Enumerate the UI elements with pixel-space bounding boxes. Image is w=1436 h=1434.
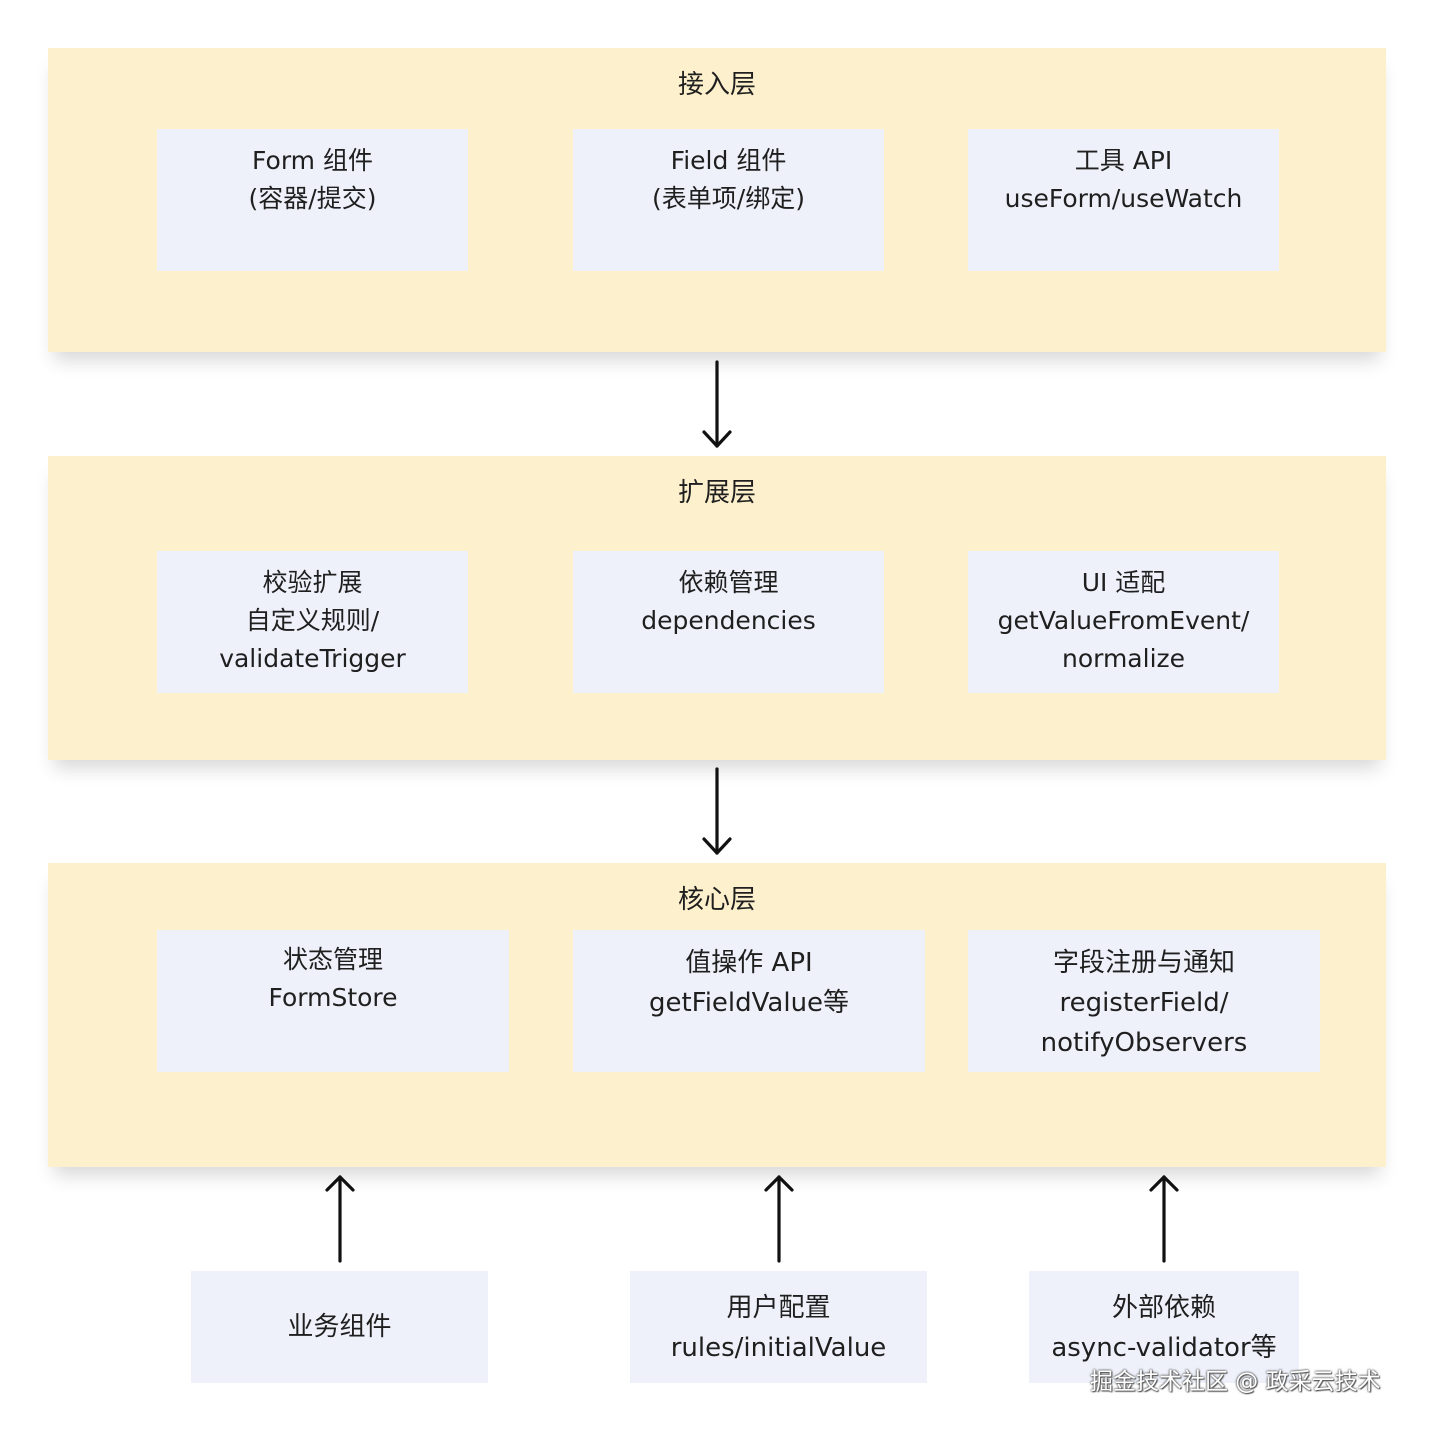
- ui-adapter-box: UI 适配 getValueFromEvent/ normalize: [968, 551, 1279, 693]
- box-line: rules/initialValue: [670, 1333, 887, 1363]
- box-line: async-validator等: [1051, 1333, 1277, 1363]
- extend-layer-title: 扩展层: [677, 478, 756, 508]
- external-dependency-box: 外部依赖 async-validator等: [1029, 1271, 1299, 1383]
- arrow-access-to-extend: [702, 360, 732, 448]
- box-line: 工具 API: [1074, 146, 1173, 175]
- dependency-management-box: 依赖管理 dependencies: [573, 551, 884, 693]
- user-config-box: 用户配置 rules/initialValue: [630, 1271, 927, 1383]
- box-line: 外部依赖: [1111, 1293, 1216, 1323]
- box-line: getValueFromEvent/: [997, 606, 1250, 635]
- box-line: 业务组件: [287, 1312, 392, 1342]
- core-layer: 核心层 状态管理 FormStore 值操作 API getFieldValue…: [48, 863, 1386, 1167]
- watermark: 掘金技术社区 @ 政采云技术: [1090, 1369, 1381, 1395]
- arrow-business-to-core: [325, 1175, 355, 1263]
- business-component-box: 业务组件: [191, 1271, 488, 1383]
- box-line: Field 组件: [670, 146, 787, 175]
- box-line: 依赖管理: [678, 568, 779, 597]
- box-line: normalize: [1061, 644, 1186, 673]
- extend-layer: 扩展层 校验扩展 自定义规则/ validateTrigger 依赖管理 dep…: [48, 456, 1386, 760]
- arrow-extend-to-core: [702, 767, 732, 855]
- box-line: notifyObservers: [1040, 1028, 1248, 1058]
- core-layer-title: 核心层: [677, 885, 756, 915]
- field-component-box: Field 组件 (表单项/绑定): [573, 129, 884, 271]
- box-line: 字段注册与通知: [1052, 948, 1235, 978]
- box-line: validateTrigger: [219, 644, 406, 673]
- box-line: 状态管理: [282, 945, 383, 974]
- box-line: Form 组件: [252, 146, 373, 175]
- state-management-box: 状态管理 FormStore: [157, 930, 509, 1072]
- box-line: 用户配置: [726, 1293, 831, 1323]
- access-layer: 接入层 Form 组件 (容器/提交) Field 组件 (表单项/绑定) 工具…: [48, 48, 1386, 352]
- box-line: UI 适配: [1081, 568, 1166, 597]
- arrow-config-to-core: [764, 1175, 794, 1263]
- tool-api-box: 工具 API useForm/useWatch: [968, 129, 1279, 271]
- box-line: useForm/useWatch: [1004, 184, 1243, 213]
- box-line: 值操作 API: [685, 948, 813, 978]
- box-line: (表单项/绑定): [652, 184, 805, 213]
- validation-extension-box: 校验扩展 自定义规则/ validateTrigger: [157, 551, 468, 693]
- form-component-box: Form 组件 (容器/提交): [157, 129, 468, 271]
- box-line: 校验扩展: [262, 568, 363, 597]
- box-line: registerField/: [1059, 988, 1229, 1018]
- access-layer-title: 接入层: [677, 70, 756, 100]
- box-line: getFieldValue等: [648, 988, 850, 1018]
- box-line: (容器/提交): [248, 184, 377, 213]
- box-line: FormStore: [268, 983, 398, 1012]
- field-register-notify-box: 字段注册与通知 registerField/ notifyObservers: [968, 930, 1320, 1072]
- value-api-box: 值操作 API getFieldValue等: [573, 930, 925, 1072]
- arrow-external-to-core: [1149, 1175, 1179, 1263]
- box-line: 自定义规则/: [245, 606, 380, 635]
- box-line: dependencies: [641, 606, 816, 635]
